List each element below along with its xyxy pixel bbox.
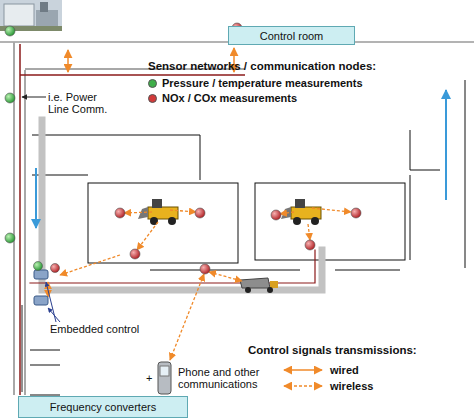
leader-line xyxy=(48,308,60,322)
legend-text: NOx / COx measurements xyxy=(162,92,297,104)
legend-text: wired xyxy=(330,364,359,376)
legend-heading: Sensor networks / communication nodes: xyxy=(148,60,418,72)
cable xyxy=(20,74,245,76)
haul-road xyxy=(30,120,322,290)
legend-text: wireless xyxy=(330,380,373,392)
text-box: Control room xyxy=(228,26,355,45)
annotation: i.e. Power Line Comm. xyxy=(48,91,112,115)
shaft xyxy=(14,42,25,395)
box-label: Control room xyxy=(260,30,324,42)
loader xyxy=(281,199,321,225)
wireless-link xyxy=(60,208,351,360)
airflow-arrow xyxy=(445,90,447,200)
legend-wired-sample xyxy=(284,369,322,371)
embedded-controller xyxy=(34,270,48,305)
legend-wireless-sample xyxy=(284,385,322,387)
leader-line xyxy=(22,97,46,98)
legend-text: Pressure / temperature measurements xyxy=(162,77,363,89)
leader-line xyxy=(22,305,23,392)
box-label: Frequency converters xyxy=(50,401,156,413)
airflow-arrow xyxy=(35,168,37,228)
truck xyxy=(240,278,278,293)
wired-link xyxy=(67,50,69,72)
annotation: Phone and other communications xyxy=(178,366,278,390)
phone-icon xyxy=(158,362,171,394)
legend-swatch xyxy=(148,94,157,103)
plus-sign: + xyxy=(146,372,158,384)
annotation: Embedded control xyxy=(50,323,160,335)
legend-heading: Control signals transmissions: xyxy=(248,344,468,356)
text-box: Frequency converters xyxy=(18,396,188,418)
legend-swatch xyxy=(148,79,157,88)
